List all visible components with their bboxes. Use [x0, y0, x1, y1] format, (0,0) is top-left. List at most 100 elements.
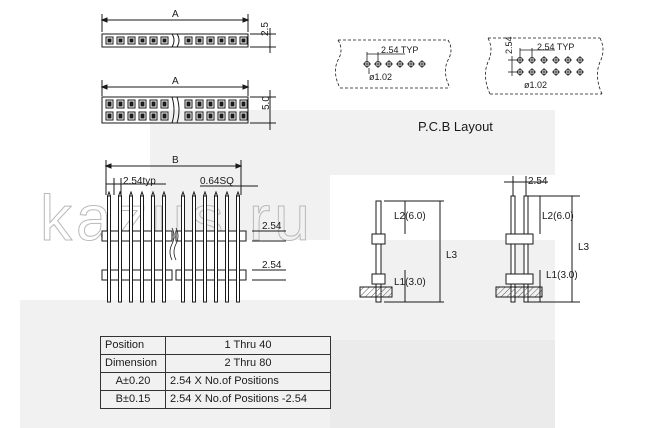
- side-view-single: [359, 200, 444, 303]
- break-mark: [171, 33, 175, 48]
- pin-core: [186, 113, 191, 119]
- pin-core: [197, 101, 202, 107]
- side-double-l2: L2(6.0): [542, 211, 574, 222]
- pin: [181, 195, 185, 303]
- pin-core: [107, 113, 112, 119]
- pin-core: [219, 38, 224, 43]
- table-row: B±0.15 2.54 X No.of Positions -2.54: [100, 390, 331, 409]
- pin: [214, 195, 218, 303]
- pin-core: [241, 38, 246, 43]
- pin-tip: [181, 190, 185, 197]
- pin-tip: [225, 190, 229, 197]
- pin: [118, 195, 122, 303]
- break-mark: [176, 96, 180, 124]
- side-double-l1: L1(3.0): [546, 270, 578, 281]
- pin-core: [197, 38, 202, 43]
- pin-core: [208, 101, 213, 107]
- pin: [203, 195, 207, 303]
- table-cell-value: 2.54 X No.of Positions -2.54: [165, 390, 331, 409]
- pin-core: [186, 38, 191, 43]
- front-pitch: 2.54typ: [123, 176, 156, 187]
- pin-core: [208, 113, 213, 119]
- pin-core: [107, 38, 112, 43]
- pcb-layout-title: P.C.B Layout: [418, 119, 493, 134]
- table-cell-label: Position: [100, 336, 166, 355]
- pcb-single-hole: ø1.02: [369, 72, 392, 82]
- pin: [140, 195, 144, 303]
- pin-core: [129, 113, 134, 119]
- watermark-text: kazus.ru: [40, 182, 314, 254]
- pin-tip: [236, 190, 240, 197]
- pin-core: [241, 113, 246, 119]
- pin-core: [118, 38, 123, 43]
- pin-core: [230, 101, 235, 107]
- pcb-single-pitch: 2.54 TYP: [381, 45, 418, 55]
- table-cell-value: 1 Thru 40: [165, 336, 331, 355]
- pin-core: [118, 101, 123, 107]
- pcb-layout-single: [335, 39, 452, 89]
- table-cell-label: B±0.15: [100, 390, 166, 409]
- pin-core: [241, 101, 246, 107]
- side-double-l3: L3: [578, 242, 590, 253]
- pin-tip: [151, 190, 155, 197]
- pin-core: [230, 113, 235, 119]
- top-view-double-row: [100, 80, 276, 130]
- pin: [151, 195, 155, 303]
- pcb-double-pitch: 2.54 TYP: [537, 42, 574, 52]
- pin-core: [107, 101, 112, 107]
- pin-core: [140, 113, 145, 119]
- pin-core: [162, 101, 167, 107]
- table-cell-value: 2 Thru 80: [165, 354, 331, 373]
- pin-tip: [140, 190, 144, 197]
- dim-height-single: 2.5: [260, 22, 271, 36]
- pin: [192, 195, 196, 303]
- side-double-pitch: 2.54: [528, 176, 548, 187]
- pin-core: [151, 101, 156, 107]
- pin-core: [129, 101, 134, 107]
- pin-core: [140, 101, 145, 107]
- pin-core: [219, 113, 224, 119]
- front-view: [101, 160, 286, 303]
- pin-core: [230, 38, 235, 43]
- pin: [129, 195, 133, 303]
- pin-core: [208, 38, 213, 43]
- table-row: Position 1 Thru 40: [100, 336, 331, 355]
- pin-tip: [107, 190, 111, 197]
- pin-core: [129, 38, 134, 43]
- pin-core: [118, 113, 123, 119]
- pin-tip: [162, 190, 166, 197]
- side-single-l2: L2(6.0): [394, 211, 426, 222]
- pin-core: [162, 113, 167, 119]
- pcb-double-row-pitch: 2.54: [504, 36, 514, 54]
- dim-height-double: 5.0: [261, 96, 272, 110]
- pin-tip: [203, 190, 207, 197]
- table-row: A±0.20 2.54 X No.of Positions: [100, 372, 331, 391]
- pin: [162, 195, 166, 303]
- pcb-double-hole: ø1.02: [524, 80, 547, 90]
- pin-core: [162, 38, 167, 43]
- pcb-layout-double: [485, 37, 604, 95]
- break-mark: [176, 33, 180, 48]
- pin: [236, 195, 240, 303]
- side-single-l1: L1(3.0): [394, 277, 426, 288]
- table-row: Dimension 2 Thru 80: [100, 354, 331, 373]
- table-cell-value: 2.54 X No.of Positions: [165, 372, 331, 391]
- pin-core: [151, 113, 156, 119]
- side-view-double: [495, 176, 580, 303]
- pin-core: [140, 38, 145, 43]
- front-row-spacing-top: 2.54: [262, 221, 282, 232]
- side-single-l3: L3: [446, 250, 458, 261]
- pin-core: [186, 101, 191, 107]
- pin-core: [197, 113, 202, 119]
- pin: [225, 195, 229, 303]
- break-mark: [171, 96, 175, 124]
- pin-tip: [129, 190, 133, 197]
- pin-tip: [214, 190, 218, 197]
- pin-tip: [118, 190, 122, 197]
- pin-tip: [192, 190, 196, 197]
- pin-core: [219, 101, 224, 107]
- front-row-spacing-bottom: 2.54: [262, 260, 282, 271]
- table-cell-label: Dimension: [100, 354, 166, 373]
- top-view-single-row: [100, 14, 276, 53]
- front-pin-size: 0.64SQ: [200, 176, 234, 187]
